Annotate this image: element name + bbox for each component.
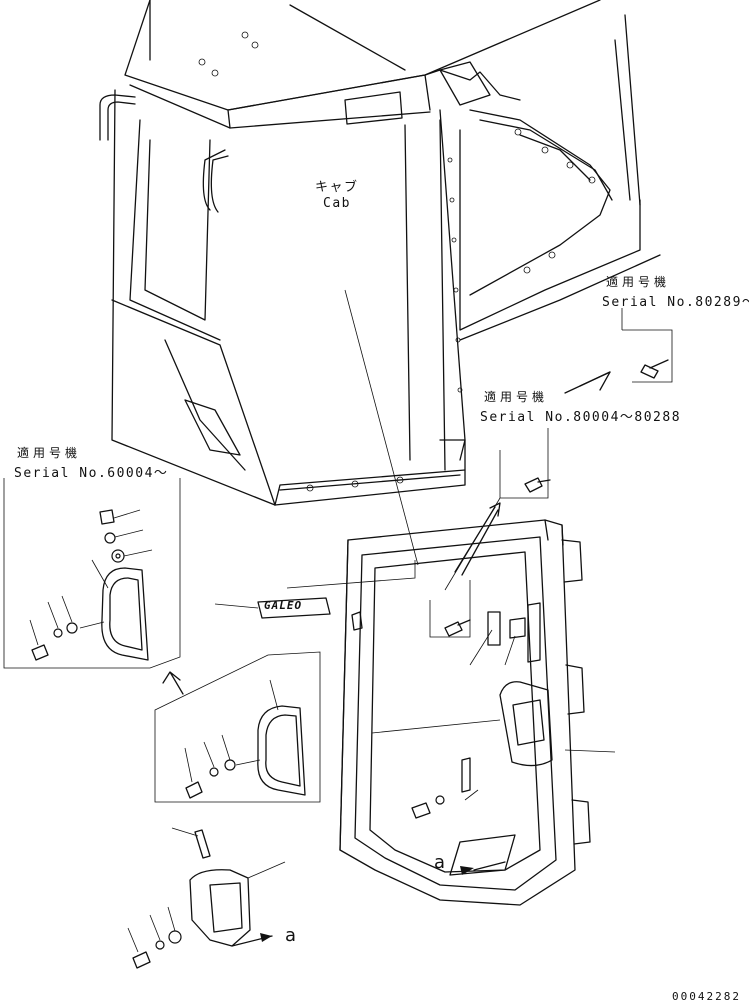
cab-frame bbox=[99, 0, 661, 506]
applicable-label-c: 適用号機 bbox=[17, 446, 82, 460]
galeo-emblem-text: GALEO bbox=[264, 599, 303, 612]
serial-label-a: Serial No.80289～ bbox=[602, 295, 749, 310]
applicable-label-a: 適用号機 bbox=[606, 275, 671, 289]
cab-door bbox=[339, 519, 591, 906]
serial-box-80004-80288 bbox=[444, 428, 551, 591]
ref-a-door: a bbox=[434, 852, 446, 873]
serial-box-60004 bbox=[3, 478, 181, 669]
cab-label-en: Cab bbox=[323, 196, 351, 211]
ref-a-lock: a bbox=[285, 925, 297, 946]
door-ref-arrow bbox=[460, 866, 474, 875]
lock-cover-assembly bbox=[127, 827, 286, 969]
serial-label-b: Serial No.80004～80288 bbox=[480, 410, 682, 425]
up-arrow bbox=[162, 671, 184, 695]
serial-label-c: Serial No.60004～ bbox=[14, 466, 169, 481]
cab-leader-line bbox=[344, 289, 419, 566]
serial-box-80289 bbox=[564, 308, 673, 394]
door-bolt-box bbox=[429, 580, 471, 638]
applicable-label-b: 適用号機 bbox=[484, 390, 549, 404]
outer-handle-box bbox=[154, 651, 321, 803]
cab-label-jp: キャブ bbox=[315, 180, 359, 195]
galeo-emblem-graphic bbox=[214, 560, 416, 619]
drawing-number: 00042282 bbox=[672, 990, 741, 1003]
